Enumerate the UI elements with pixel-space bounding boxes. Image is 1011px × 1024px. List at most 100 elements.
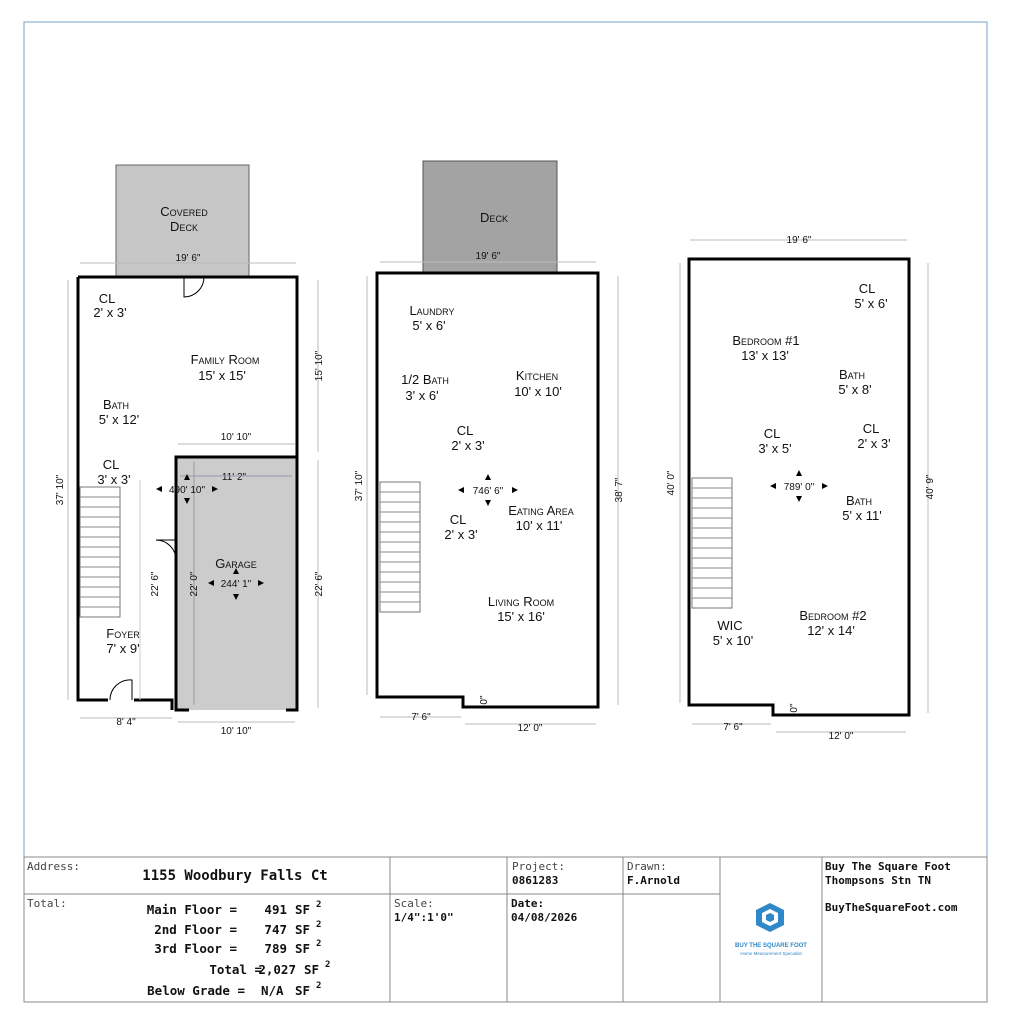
covered-deck-label-1: Covered	[160, 204, 208, 219]
unit-superscript: 2	[316, 939, 321, 949]
room-name: Living Room	[488, 594, 554, 609]
room-name: WIC	[717, 618, 742, 633]
company-logo: BUY THE SQUARE FOOT Home Measurement Spe…	[735, 903, 807, 956]
unit-superscript: 2	[316, 900, 321, 910]
main-floor-walls	[76, 275, 299, 712]
room-size: 10' x 10'	[514, 384, 562, 399]
room-name: Kitchen	[516, 368, 558, 383]
room-size: 5' x 11'	[842, 508, 881, 523]
garage-area	[176, 457, 297, 710]
total-row-unit: SF	[295, 983, 310, 998]
room-size: 13' x 13'	[741, 348, 789, 363]
dim-left: 37' 10"	[55, 474, 66, 505]
room-size: 5' x 6'	[412, 318, 445, 333]
scale-label: Scale:	[394, 897, 434, 910]
room-size: 5' x 6'	[854, 296, 887, 311]
room-name: Bath	[839, 367, 865, 382]
total-row-label: Main Floor =	[147, 902, 237, 917]
dim-stair-v: 22' 6"	[150, 571, 161, 596]
main-floor-plan: Covered Deck 19' 6" CL 2' x 3' Family	[55, 164, 325, 737]
covered-deck-label-2: Deck	[170, 219, 198, 234]
deck-area	[422, 160, 558, 274]
room-size: 2' x 3'	[444, 527, 477, 542]
address-label: Address:	[27, 860, 80, 873]
deck-width-dim: 19' 6"	[476, 251, 501, 262]
total-row-label: 3rd Floor =	[154, 941, 237, 956]
dim-right-lower: 22' 6"	[314, 571, 325, 596]
room-name: CL	[859, 281, 876, 296]
total-row-value: 491	[264, 902, 287, 917]
dim-right: 40' 9"	[925, 474, 936, 499]
door-icon	[155, 539, 177, 561]
unit-superscript: 2	[325, 960, 330, 970]
door-icon	[109, 679, 133, 701]
dim-left: 37' 10"	[354, 470, 365, 501]
dim-right: 38' 7"	[614, 477, 625, 502]
room-name: Bedroom #2	[799, 608, 866, 623]
total-row-value: 2,027	[258, 962, 296, 977]
room-name: CL	[103, 457, 120, 472]
dim-garage-inner-v: 22' 0"	[189, 571, 200, 596]
room-size: 2' x 3'	[93, 305, 126, 320]
dim-bottom-left: 7' 6"	[411, 712, 431, 723]
stairs	[691, 477, 733, 609]
address-value: 1155 Woodbury Falls Ct	[142, 868, 327, 884]
total-row-label: Below Grade =	[147, 983, 245, 998]
room-name: CL	[450, 512, 467, 527]
company-website: BuyTheSquareFoot.com	[825, 901, 958, 914]
dim-garage-top: 10' 10"	[221, 432, 252, 443]
dim-top: 19' 6"	[787, 235, 812, 246]
dim-garage-inner: 11' 2"	[222, 472, 247, 483]
total-row-label: Total =	[209, 962, 262, 977]
project-value: 0861283	[512, 874, 558, 887]
room-size: 3' x 6'	[405, 388, 438, 403]
second-floor-walls	[375, 271, 600, 709]
dim-bottom-left: 8' 4"	[116, 717, 136, 728]
room-size: 3' x 5'	[758, 441, 791, 456]
unit-superscript: 2	[316, 920, 321, 930]
third-floor-walls	[687, 257, 911, 717]
total-row-unit: SF	[295, 941, 310, 956]
room-name: CL	[457, 423, 474, 438]
room-name: Bath	[846, 493, 872, 508]
drawn-label: Drawn:	[627, 860, 667, 873]
room-name: Foyer	[106, 626, 140, 641]
area-value: 746' 6"	[473, 486, 504, 497]
room-size: 15' x 16'	[497, 609, 545, 624]
company-name: Buy The Square Foot	[825, 860, 951, 873]
total-row-value: N/A	[261, 983, 284, 998]
area-value: 244' 1"	[221, 579, 252, 590]
deck-width-dim: 19' 6"	[176, 253, 201, 264]
stairs	[379, 481, 421, 613]
room-size: 3' x 3'	[97, 472, 130, 487]
deck-label: Deck	[480, 210, 508, 225]
third-floor-plan: 19' 6" CL 5' x 6' Bedroom #1 13' x 13' B…	[666, 235, 936, 742]
scale-value: 1/4":1'0"	[394, 911, 454, 924]
total-label: Total:	[27, 897, 67, 910]
logo-text: BUY THE SQUARE FOOT	[735, 943, 807, 949]
room-size: 5' x 8'	[838, 382, 871, 397]
area-value: 490' 10"	[169, 485, 205, 496]
area-marker: 244' 1"	[208, 568, 264, 600]
total-row-value: 747	[264, 922, 287, 937]
total-row-unit: SF	[295, 922, 310, 937]
area-marker: 789' 0"	[770, 470, 828, 502]
dim-right-upper: 15' 10"	[314, 350, 325, 381]
room-size: 2' x 3'	[857, 436, 890, 451]
company-location: Thompsons Stn TN	[825, 874, 931, 887]
area-marker: 746' 6"	[458, 474, 518, 506]
door-icon	[183, 276, 205, 298]
logo-subtext: Home Measurement Specialist	[740, 951, 802, 956]
total-row-unit: SF	[295, 902, 310, 917]
covered-deck-area	[115, 164, 250, 277]
room-name: Garage	[215, 556, 257, 571]
dim-bottom-right: 12' 0"	[829, 731, 854, 742]
room-size: 15' x 15'	[198, 368, 246, 383]
room-size: 5' x 10'	[713, 633, 753, 648]
room-name: CL	[863, 421, 880, 436]
dim-notch: 0"	[789, 703, 800, 713]
date-value: 04/08/2026	[511, 911, 578, 924]
room-name: 1/2 Bath	[401, 372, 449, 387]
room-size: 5' x 12'	[99, 412, 139, 427]
room-name: Eating Area	[508, 503, 574, 518]
